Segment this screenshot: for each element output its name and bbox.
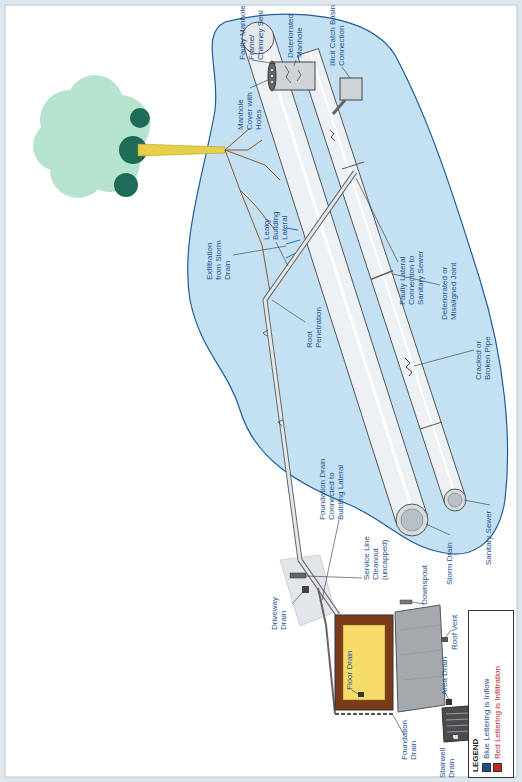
service-cleanout bbox=[290, 573, 306, 578]
legend-swatch bbox=[482, 763, 491, 772]
house-roof bbox=[395, 605, 445, 712]
tree bbox=[33, 75, 280, 292]
leader-line bbox=[250, 80, 268, 88]
callout-label: Exfiltration from Storm Drain bbox=[205, 228, 232, 280]
callout-label: Area Drain bbox=[440, 655, 449, 695]
callout-label: Stairwell Drain bbox=[438, 742, 456, 778]
leader-line bbox=[322, 520, 339, 600]
callout-label: Deteriorated or Misaligned Joint bbox=[440, 255, 458, 320]
leader-line bbox=[352, 690, 358, 694]
leader-line bbox=[252, 60, 276, 64]
tree-trunk bbox=[138, 144, 225, 156]
area-drain-grate bbox=[446, 699, 452, 705]
tree-shadow bbox=[114, 173, 138, 197]
leader-lines bbox=[233, 60, 490, 742]
groundwater-zone bbox=[188, 14, 508, 554]
manhole-cracks bbox=[285, 66, 301, 83]
leader-line bbox=[292, 592, 303, 604]
callout-label: Cracked or Broken Pipe bbox=[474, 320, 492, 380]
misaligned-joint bbox=[371, 271, 393, 280]
pipe-crack bbox=[330, 130, 335, 141]
cover-hole bbox=[271, 69, 273, 71]
pipe-joint bbox=[342, 162, 364, 169]
callout-label: Downspout bbox=[420, 560, 429, 605]
leader-line bbox=[447, 738, 454, 742]
callout-label: Floor Drain bbox=[345, 650, 354, 690]
legend-text: Red Lettering is Infiltration bbox=[492, 666, 503, 759]
basement-interior bbox=[343, 625, 385, 700]
pipe-joint bbox=[420, 422, 442, 429]
foundation-drain bbox=[335, 713, 395, 715]
sanitary-sewer-pipe bbox=[298, 49, 466, 504]
callout-label: Root Penetration bbox=[305, 298, 323, 348]
legend-list: Blue Lettering is InflowRed Lettering is… bbox=[481, 612, 503, 772]
leader-line bbox=[306, 576, 362, 578]
leader-line bbox=[414, 350, 474, 366]
leader-line bbox=[356, 178, 398, 262]
callout-label: Manhole Cover with Holes bbox=[236, 88, 263, 130]
leader-line bbox=[272, 300, 305, 322]
leader-line bbox=[446, 695, 449, 699]
pipe-highlight bbox=[310, 52, 457, 500]
callout-label: Foundation Drain Connected to Building L… bbox=[318, 455, 345, 520]
callout-label: Faulty Manhole Frame/ Chimney Seal bbox=[238, 2, 265, 60]
catch-basin-pipe bbox=[333, 100, 345, 114]
callout-label: Deteriorated Manhole bbox=[286, 4, 304, 58]
callout-label: Faulty Lateral Connection to Sanitary Se… bbox=[398, 240, 425, 305]
cover-hole bbox=[271, 75, 273, 77]
tree-shadow bbox=[130, 108, 150, 128]
leader-line bbox=[342, 67, 350, 78]
manhole-shaft bbox=[272, 62, 315, 90]
sanitary-sewer-end bbox=[444, 489, 466, 511]
manhole-cover bbox=[268, 61, 276, 91]
legend-title: LEGEND bbox=[471, 700, 480, 772]
floor-drain-grate bbox=[358, 692, 364, 697]
legend-entry: Red Lettering is Infiltration bbox=[492, 612, 503, 772]
driveway-drain-grate bbox=[302, 586, 309, 593]
callout-label: Foundation Drain bbox=[400, 712, 418, 760]
driveway bbox=[280, 555, 335, 626]
callout-label: Driveway Drain bbox=[270, 590, 288, 630]
catch-basin bbox=[340, 78, 362, 100]
sanitary-sewer-bore bbox=[448, 493, 462, 507]
leader-line bbox=[464, 500, 490, 505]
callout-label: Service Line Cleanout (uncapped) bbox=[362, 520, 389, 580]
callout-label: Storm Drain bbox=[445, 535, 454, 585]
house-basement bbox=[335, 615, 393, 710]
tree-roots bbox=[225, 128, 280, 292]
storm-drain-bore bbox=[401, 509, 423, 531]
leader-line bbox=[426, 524, 450, 535]
downspout bbox=[400, 600, 412, 604]
lateral-leak bbox=[263, 330, 283, 426]
legend-entry: Blue Lettering is Inflow bbox=[481, 612, 492, 772]
foundation-drain-connection bbox=[318, 588, 335, 714]
roof-vent bbox=[441, 637, 448, 642]
callout-label: Roof Vent bbox=[450, 612, 459, 650]
storm-drain-end bbox=[396, 504, 428, 536]
page-frame bbox=[5, 5, 517, 777]
callout-label: Illicit Catch Basin Connection bbox=[328, 4, 346, 66]
stairwell bbox=[442, 706, 470, 742]
legend-text: Blue Lettering is Inflow bbox=[481, 679, 492, 760]
callout-label: Leaky Building Lateral bbox=[262, 200, 289, 240]
stair-treads bbox=[446, 713, 470, 732]
leader-line bbox=[294, 60, 296, 66]
legend-swatch bbox=[493, 763, 502, 772]
leader-line bbox=[233, 246, 286, 255]
roof-lines bbox=[400, 625, 443, 680]
leader-line bbox=[276, 242, 288, 266]
tree-canopy bbox=[33, 121, 83, 171]
pipe-crack bbox=[405, 358, 412, 376]
callout-label: Sanitary Sewer bbox=[484, 505, 493, 565]
cover-hole bbox=[271, 81, 273, 83]
